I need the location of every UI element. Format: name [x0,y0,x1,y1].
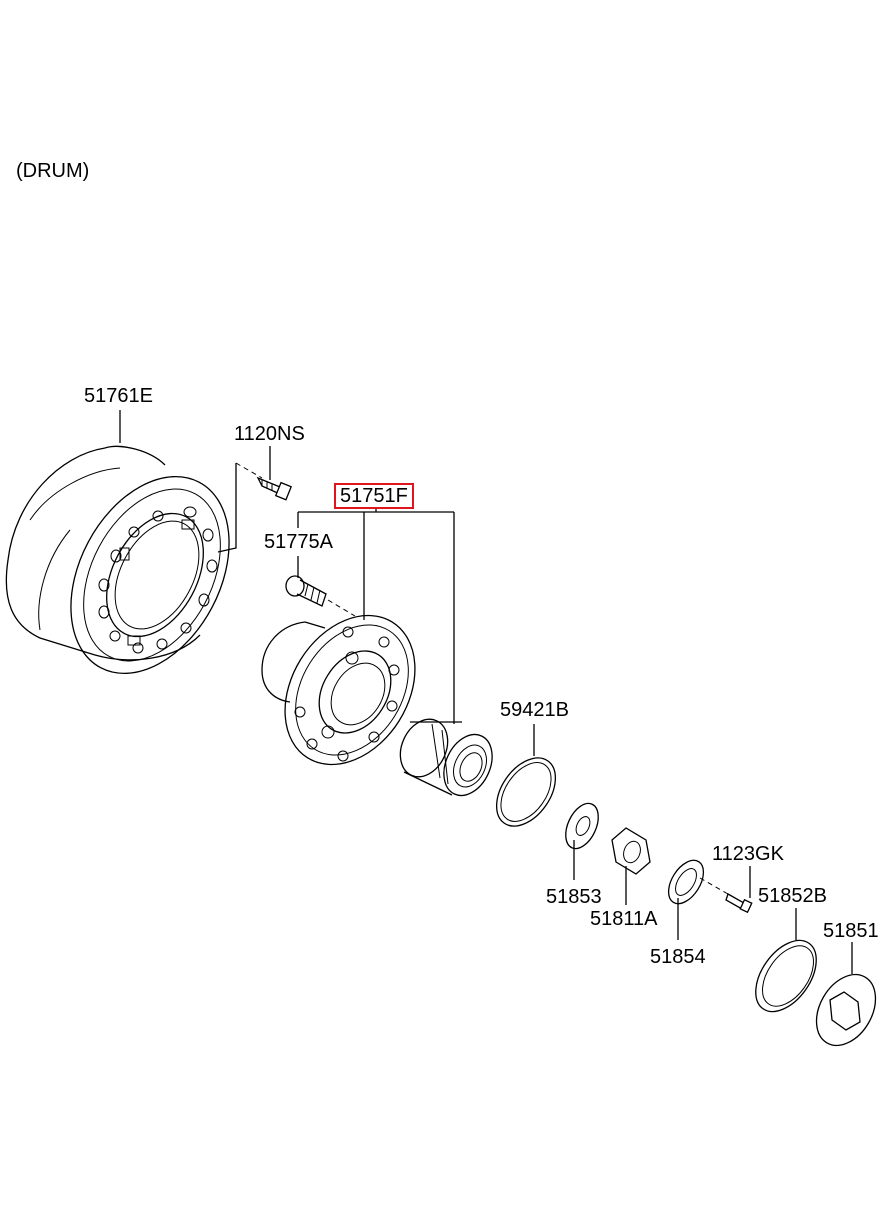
callout-51751F-highlighted[interactable]: 51751F [334,483,414,509]
wheel-hub[interactable] [258,591,441,788]
washer[interactable] [559,798,605,853]
callout-51853[interactable]: 51853 [546,886,602,908]
screw-guide-line [235,462,263,479]
callout-1120NS[interactable]: 1120NS [234,423,305,445]
seal-ring[interactable] [743,929,828,1022]
callout-51854[interactable]: 51854 [650,946,706,968]
snap-ring[interactable] [485,747,568,837]
lock-washer[interactable] [661,854,710,910]
variant-label: (DRUM) [16,160,90,182]
brake-drum[interactable] [5,445,261,700]
callout-51811A[interactable]: 51811A [590,908,658,930]
hub-bolt[interactable] [285,575,327,607]
callout-59421B[interactable]: 59421B [500,699,569,721]
callout-51775A[interactable]: 51775A [264,531,333,553]
wheel-bearing[interactable] [391,712,501,804]
lock-nut[interactable] [611,827,651,875]
small-screw-guide [699,877,729,895]
hub-cap[interactable] [804,964,886,1056]
drum-screw[interactable] [256,476,293,501]
callout-51852B[interactable]: 51852B [758,885,827,907]
callout-1123GK[interactable]: 1123GK [712,843,784,865]
small-screw[interactable] [725,893,753,914]
leader-lines [119,410,853,974]
bolt-guide-line [327,599,356,617]
callout-51851[interactable]: 51851 [823,920,879,942]
screw-leader [217,463,237,553]
callout-51761E[interactable]: 51761E [84,385,153,407]
